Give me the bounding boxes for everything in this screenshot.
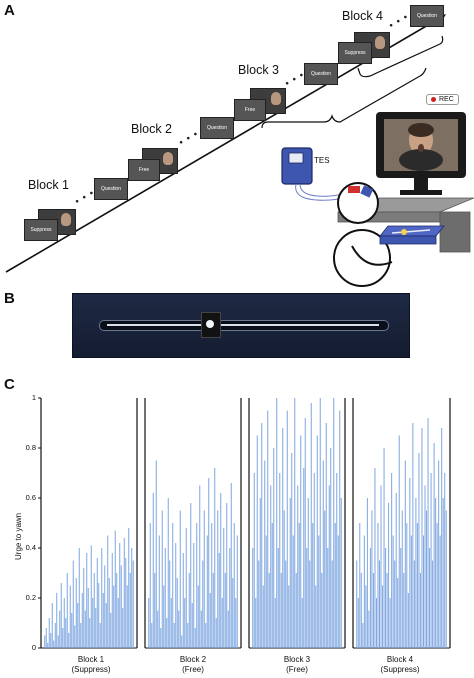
rec-dot-icon xyxy=(431,97,436,102)
y-tick-label: 0 xyxy=(31,643,36,652)
x-label-line1: Block 3 xyxy=(283,655,311,664)
frame-question: Question xyxy=(94,178,128,200)
x-label-block4: Block 4 (Suppress) xyxy=(355,655,445,675)
rec-indicator: REC xyxy=(426,94,459,105)
panel-label-b: B xyxy=(4,290,15,307)
frame-face xyxy=(354,32,390,58)
tes-label: TES xyxy=(314,156,330,165)
block-3-label: Block 3 xyxy=(238,63,279,77)
panel-label-c: C xyxy=(4,376,15,393)
x-label-line1: Block 2 xyxy=(179,655,207,664)
slider-knob-icon xyxy=(206,320,214,328)
slider-device-icon xyxy=(379,225,445,245)
x-label-block1: Block 1 (Suppress) xyxy=(46,655,136,675)
tes-brace xyxy=(261,67,427,129)
slider-rail xyxy=(107,324,379,326)
x-label-line2: (Suppress) xyxy=(380,665,420,674)
frame-free: Free xyxy=(128,159,160,181)
frame-suppress: Suppress xyxy=(24,219,58,241)
panel-label-a: A xyxy=(4,2,15,19)
x-label-block2: Block 2 (Free) xyxy=(148,655,238,675)
frame-free: Free xyxy=(234,99,266,121)
block-2-label: Block 2 xyxy=(131,122,172,136)
desk-icon xyxy=(337,197,474,253)
person-icon xyxy=(333,182,393,287)
y-tick-label: 0.4 xyxy=(25,543,36,552)
block-4-label: Block 4 xyxy=(342,9,383,23)
frame-question: Question xyxy=(410,5,444,27)
x-label-line2: (Suppress) xyxy=(71,665,111,674)
y-tick-label: 0.8 xyxy=(25,443,36,452)
x-label-line1: Block 1 xyxy=(77,655,105,664)
x-label-line2: (Free) xyxy=(286,665,308,674)
block4-brace xyxy=(357,35,444,78)
y-axis-label: Urge to yawn xyxy=(14,512,23,560)
frame-question: Question xyxy=(200,117,234,139)
frame-suppress: Suppress xyxy=(338,42,372,64)
frame-question: Question xyxy=(304,63,338,85)
timeline-diagram xyxy=(5,14,474,287)
rec-label: REC xyxy=(439,96,454,103)
slider-photo xyxy=(72,293,410,358)
x-label-block3: Block 3 (Free) xyxy=(252,655,342,675)
y-tick-label: 0.6 xyxy=(25,493,36,502)
y-tick-label: 1 xyxy=(31,393,36,402)
x-label-line2: (Free) xyxy=(182,665,204,674)
x-label-line1: Block 4 xyxy=(386,655,414,664)
monitor-icon xyxy=(376,112,466,195)
y-tick-label: 0.2 xyxy=(25,593,36,602)
block-1-label: Block 1 xyxy=(28,178,69,192)
